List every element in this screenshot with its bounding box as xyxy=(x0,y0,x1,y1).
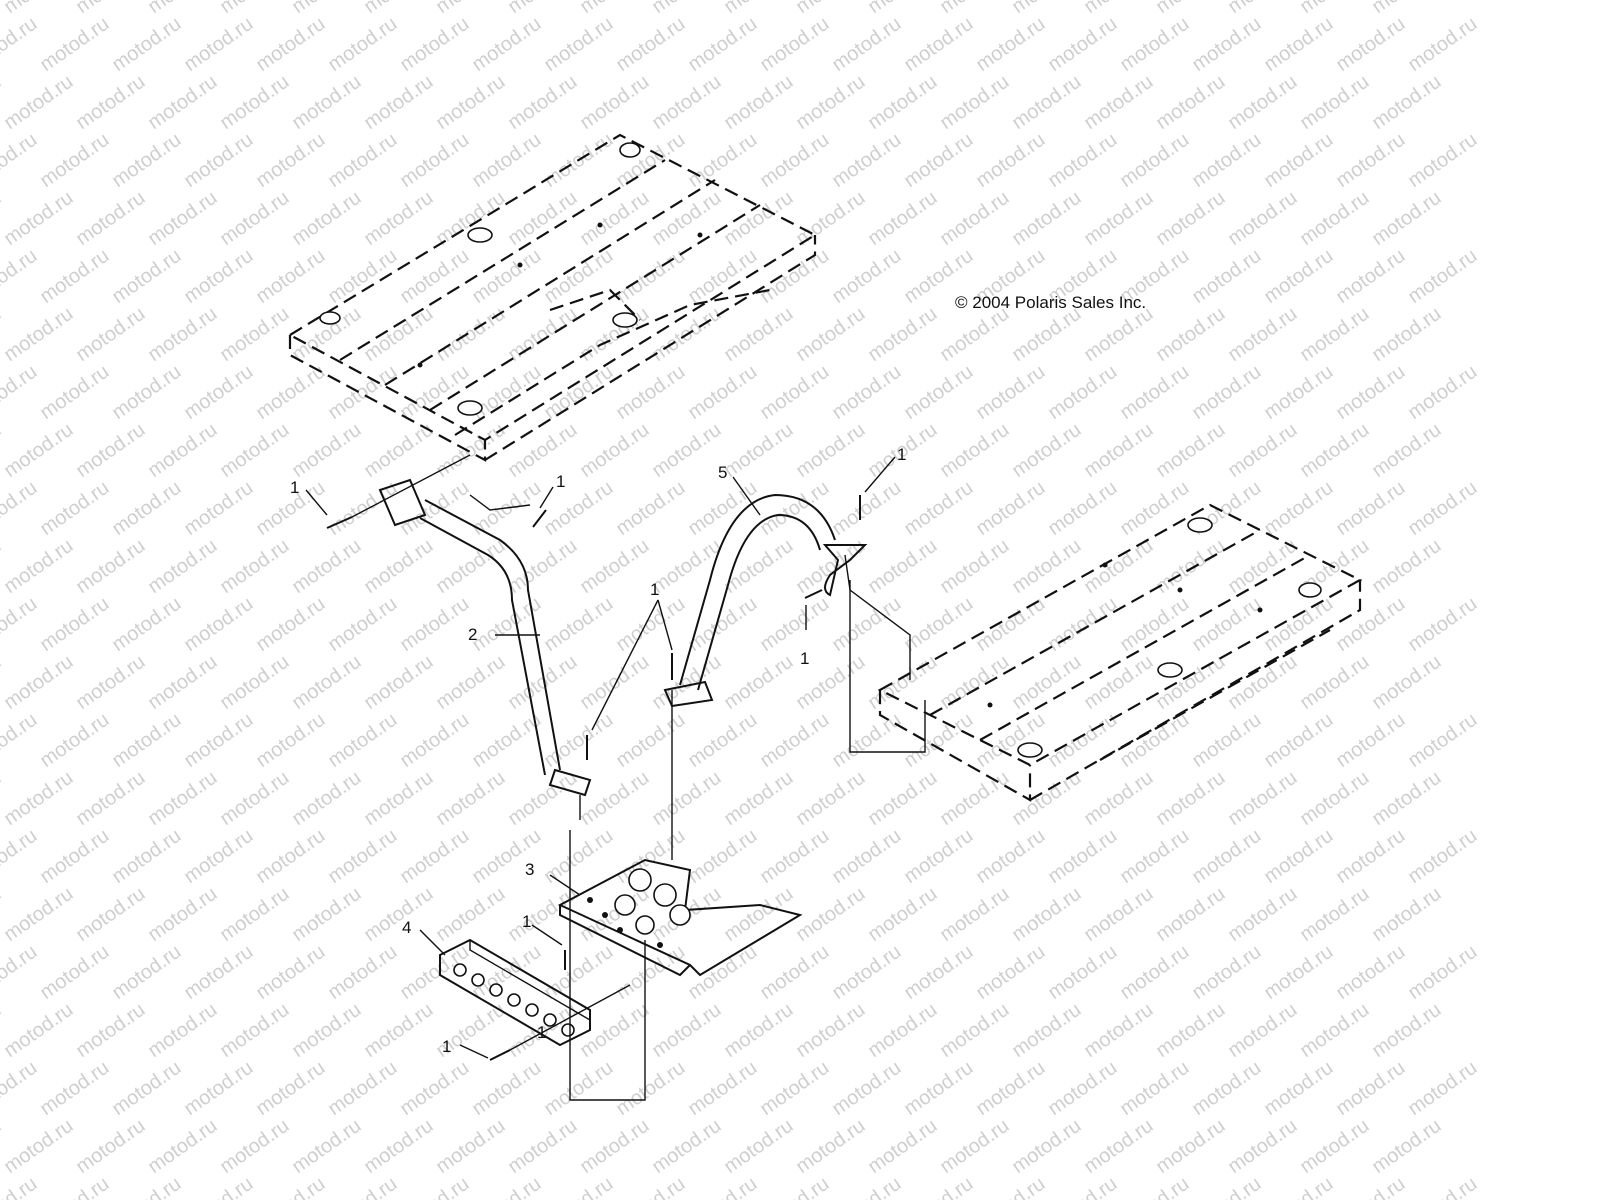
callout-bolt-b: 1 xyxy=(556,472,565,491)
copyright-notice: © 2004 Polaris Sales Inc. xyxy=(955,293,1147,312)
callout-left-brace: 2 xyxy=(468,625,477,644)
bolts xyxy=(326,495,861,1061)
right-brace xyxy=(663,493,911,708)
assembly-lines xyxy=(351,454,926,1101)
callouts: 1 1 1 1 1 1 1 1 2 3 4 5 xyxy=(290,445,906,1056)
footrest-plate xyxy=(439,938,591,1047)
leader-lines xyxy=(305,456,896,1059)
callout-bolt-d: 1 xyxy=(800,649,809,668)
callout-bolt-a: 1 xyxy=(290,478,299,497)
right-frame-section xyxy=(877,503,1363,802)
callout-bolt-g: 1 xyxy=(442,1037,451,1056)
callout-bolt-f: 1 xyxy=(522,912,531,931)
callout-footrest-plate: 4 xyxy=(402,918,411,937)
left-brace xyxy=(378,478,592,797)
callout-bolt-h: 1 xyxy=(537,1023,546,1042)
callout-right-brace: 5 xyxy=(718,463,727,482)
callout-skid-plate: 3 xyxy=(525,860,534,879)
callout-bolt-c: 1 xyxy=(897,445,906,464)
skid-plate xyxy=(557,858,803,977)
callout-bolt-e: 1 xyxy=(650,580,659,599)
upper-frame-section xyxy=(287,133,818,462)
